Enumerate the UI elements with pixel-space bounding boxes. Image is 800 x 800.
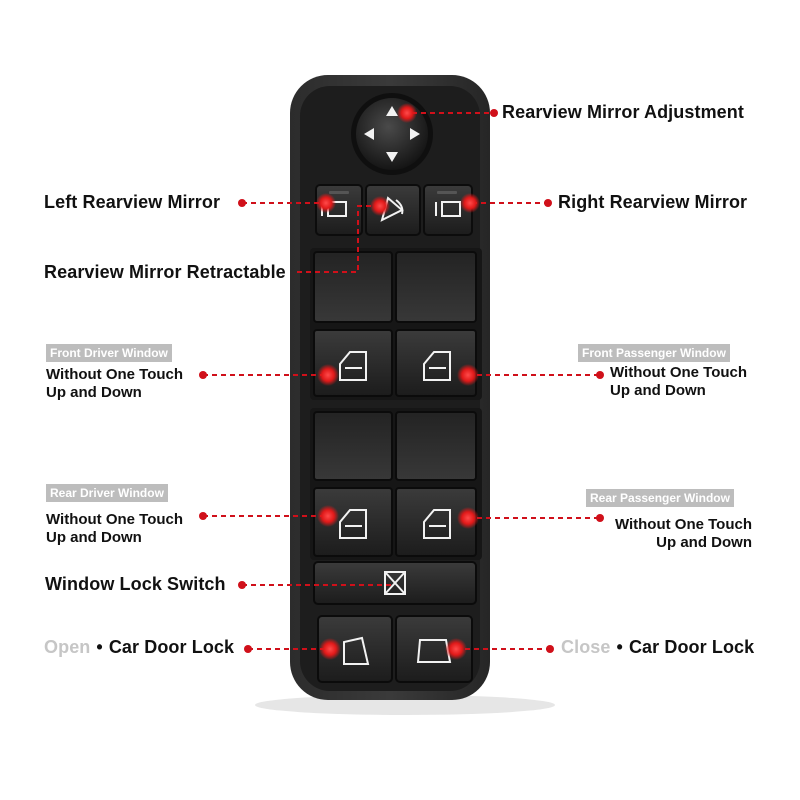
glow-marker-front-passenger [457,364,479,386]
callout-end-dots [199,109,604,653]
right-mirror-icon [435,201,461,217]
window-icon [423,509,451,539]
label-rear-passenger-line1: Without One Touch [614,516,752,533]
label-close-word: Close [561,637,611,657]
tag-front-passenger-window: Front Passenger Window [578,344,730,362]
door-lock-button[interactable] [395,615,473,683]
door-lock-icon [416,639,452,663]
end-dot-front-passenger [596,371,604,379]
label-rear-driver-window: Without One Touch Up and Down [46,511,183,547]
label-open-bullet: • [96,637,103,657]
end-dot-rear-passenger [596,514,604,522]
window-lock-switch[interactable] [313,561,477,605]
end-dot-rear-driver [199,512,207,520]
tag-rear-driver-window: Rear Driver Window [46,484,168,502]
front-passenger-window-switch[interactable] [395,251,477,397]
label-front-driver-line1: Without One Touch [46,366,184,383]
callout-glow-markers [316,103,480,660]
end-dot-mirror-adjustment [490,109,498,117]
label-front-passenger-window: Without One Touch Up and Down [610,364,747,400]
glow-marker-left-mirror [316,193,336,213]
end-dot-door-lock [546,645,554,653]
label-close-bullet: • [616,637,623,657]
glow-marker-door-unlock [319,638,341,660]
end-dot-window-lock [238,581,246,589]
window-icon [423,351,451,381]
glow-marker-rear-passenger [457,507,479,529]
callout-lines [203,112,600,650]
four-arrow-joystick-icon [364,106,420,162]
label-rear-driver-line2: Up and Down [46,529,142,546]
label-front-driver-line2: Up and Down [46,384,142,401]
end-dot-right-mirror [544,199,552,207]
tag-front-driver-window: Front Driver Window [46,344,172,362]
callout-line-mirror-retractable [296,205,380,273]
label-door-lock: Close•Car Door Lock [561,637,754,658]
tag-rear-passenger-window: Rear Passenger Window [586,489,734,507]
label-window-lock-switch: Window Lock Switch [45,574,226,594]
end-dot-door-unlock [244,645,252,653]
label-rear-passenger-line2: Up and Down [656,534,752,551]
glow-marker-mirror-adjustment [397,103,417,123]
label-front-passenger-line1: Without One Touch [610,364,748,381]
label-close-car-door-lock: Car Door Lock [628,637,755,657]
glow-marker-right-mirror [460,193,480,213]
label-open-word: Open [44,637,91,657]
label-open-car-door-lock: Car Door Lock [108,637,235,657]
label-front-passenger-line2: Up and Down [610,382,706,399]
rear-passenger-window-switch[interactable] [395,411,477,557]
label-front-driver-window: Without One Touch Up and Down [46,366,183,402]
end-dot-left-mirror [238,199,246,207]
rear-driver-window-switch[interactable] [313,411,393,557]
right-mirror-button[interactable] [423,184,473,236]
label-mirror-retractable: Rearview Mirror Retractable [44,262,286,282]
door-unlock-icon [343,636,370,665]
glow-marker-front-driver [317,364,339,386]
window-icon [339,509,367,539]
label-door-unlock: Open•Car Door Lock [44,637,234,658]
label-mirror-adjustment: Rearview Mirror Adjustment [502,102,744,122]
glow-marker-rear-driver [317,505,339,527]
label-rear-passenger-window: Without One Touch Up and Down [608,516,752,552]
glow-marker-mirror-fold [370,196,390,216]
label-right-mirror: Right Rearview Mirror [558,192,748,212]
label-left-mirror: Left Rearview Mirror [44,192,221,212]
door-unlock-button[interactable] [317,615,393,683]
label-rear-driver-line1: Without One Touch [46,511,184,528]
glow-marker-door-lock [445,638,467,660]
window-icon [339,351,367,381]
end-dot-front-driver [199,371,207,379]
window-lock-icon [384,571,406,595]
